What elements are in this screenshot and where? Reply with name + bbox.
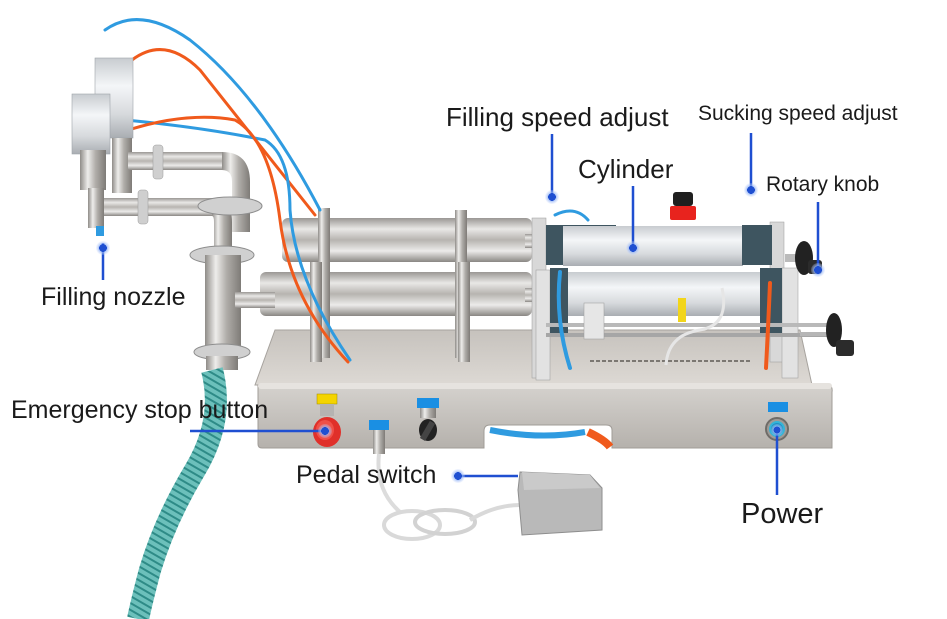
label-emergency-stop-button: Emergency stop button (11, 396, 269, 424)
label-filling-nozzle: Filling nozzle (41, 283, 186, 311)
pedal-socket (369, 420, 389, 454)
filling-nozzle-assembly (71, 57, 275, 370)
pneumatic-cylinders (531, 192, 836, 381)
rotary-knob-lower[interactable] (800, 313, 854, 356)
label-rotary-knob: Rotary knob (766, 173, 880, 196)
callout-dot-filling-speed (545, 190, 559, 204)
callout-dot-pedal (451, 469, 465, 483)
label-power: Power (741, 498, 824, 530)
label-pedal-switch: Pedal switch (296, 461, 437, 489)
label-filling-speed-adjust: Filling speed adjust (446, 102, 669, 132)
callout-leaders (101, 133, 820, 495)
material-cylinders (260, 208, 557, 362)
label-cylinder: Cylinder (578, 154, 674, 184)
mode-selector-switch[interactable] (417, 398, 439, 442)
callout-dot-rotary-knob (811, 263, 825, 277)
callout-dot-sucking-speed (744, 183, 758, 197)
callout-dot-filling-nozzle (96, 241, 110, 255)
callout-dot-power (771, 424, 783, 436)
foot-pedal[interactable] (376, 453, 603, 541)
label-sucking-speed-adjust: Sucking speed adjust (698, 102, 898, 125)
suction-hose (127, 367, 227, 619)
callout-dot-estop (318, 424, 332, 438)
air-tubes (101, 18, 772, 370)
callout-dots (96, 183, 825, 483)
callout-dot-cylinder (626, 241, 640, 255)
